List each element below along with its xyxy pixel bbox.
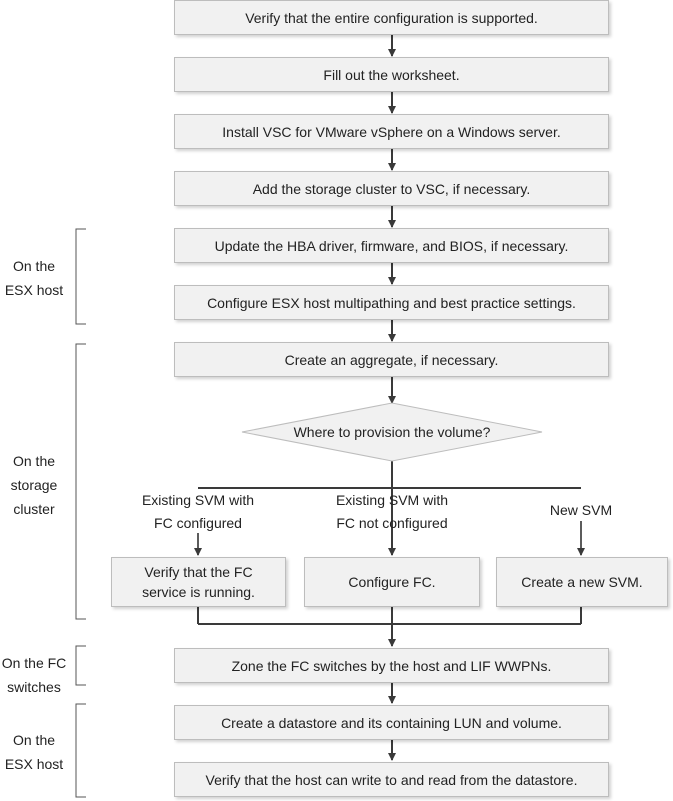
branch-left-label: Existing SVM with FC configured: [118, 489, 278, 535]
bracket-fc: [75, 645, 86, 686]
side-esx1-line2: ESX host: [4, 282, 64, 298]
side-label-fc-switches: On the FC switches: [0, 651, 74, 699]
side-esx2-line2: ESX host: [4, 756, 64, 772]
side-storage-line2: storage: [10, 477, 58, 493]
side-storage-line3: cluster: [13, 501, 55, 517]
bracket-storage: [75, 343, 86, 620]
branch-mid-label: Existing SVM with FC not configured: [312, 489, 472, 535]
bracket-esx-2: [75, 703, 86, 798]
step-update-hba: Update the HBA driver, firmware, and BIO…: [174, 228, 609, 263]
decision-label: Where to provision the volume?: [293, 424, 491, 440]
step-create-svm: Create a new SVM.: [496, 557, 668, 607]
branch-mid-line2: FC not configured: [336, 515, 448, 531]
branch-mid-line1: Existing SVM with: [335, 492, 449, 508]
branch-left-line2: FC configured: [154, 515, 242, 531]
step-add-cluster: Add the storage cluster to VSC, if neces…: [174, 171, 609, 206]
side-label-storage-cluster: On the storage cluster: [0, 449, 74, 521]
step-zone-switches: Zone the FC switches by the host and LIF…: [174, 648, 609, 683]
side-label-esx-host-2: On the ESX host: [0, 728, 74, 776]
side-fc-line1: On the FC: [1, 655, 67, 671]
branch-right-label: New SVM: [549, 502, 613, 518]
side-storage-line1: On the: [12, 453, 56, 469]
step-verify-config: Verify that the entire configuration is …: [174, 0, 609, 35]
step-verify-rw: Verify that the host can write to and re…: [174, 762, 609, 797]
step-configure-fc: Configure FC.: [304, 557, 480, 607]
step-fill-worksheet: Fill out the worksheet.: [174, 57, 609, 92]
branch-left-line1: Existing SVM with: [141, 492, 255, 508]
side-esx2-line1: On the: [12, 732, 56, 748]
side-fc-line2: switches: [7, 679, 61, 695]
step-verify-fc-service: Verify that the FC service is running.: [111, 557, 286, 607]
step-create-datastore: Create a datastore and its containing LU…: [174, 705, 609, 740]
step-multipathing: Configure ESX host multipathing and best…: [174, 285, 609, 320]
side-esx1-line1: On the: [12, 258, 56, 274]
decision-diamond: [241, 402, 543, 462]
step-install-vsc: Install VSC for VMware vSphere on a Wind…: [174, 114, 609, 149]
step-create-aggregate: Create an aggregate, if necessary.: [174, 342, 609, 377]
side-label-esx-host-1: On the ESX host: [0, 254, 74, 302]
bracket-esx-1: [75, 228, 86, 325]
